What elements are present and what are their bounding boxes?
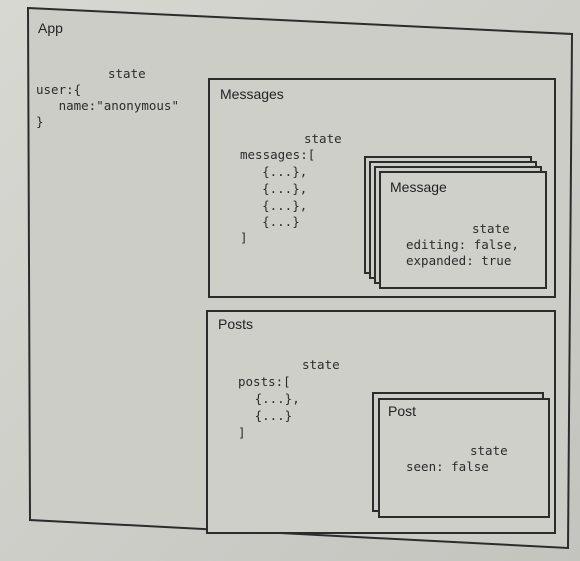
posts-state-line: {...}, — [232, 391, 300, 406]
app-state-line: } — [36, 114, 44, 129]
messages-state-line: {...}, — [232, 164, 308, 179]
app-state-label: state — [108, 66, 146, 81]
app-title: App — [38, 20, 63, 36]
messages-state-label: state — [304, 131, 342, 146]
message-state-label: state — [472, 221, 510, 236]
post-state-line: seen: false — [406, 459, 489, 474]
posts-state-label: state — [302, 357, 340, 372]
message-state-line: expanded: true — [406, 253, 512, 268]
messages-title: Messages — [220, 86, 284, 102]
messages-state-line: messages:[ — [240, 147, 316, 162]
post-state-label: state — [470, 443, 508, 458]
posts-state-line: posts:[ — [238, 374, 291, 389]
message-box — [379, 171, 547, 289]
app-state-line: name:"anonymous" — [36, 98, 179, 113]
messages-state-line: {...}, — [232, 198, 308, 213]
post-box — [378, 398, 550, 518]
posts-title: Posts — [218, 316, 254, 332]
post-title: Post — [388, 403, 417, 419]
messages-state-line: ] — [240, 230, 248, 245]
messages-state-line: {...}, — [232, 181, 308, 196]
posts-state-line: ] — [238, 425, 246, 440]
posts-state-line: {...} — [232, 408, 293, 423]
messages-state-line: {...} — [232, 214, 300, 229]
message-title: Message — [390, 179, 447, 195]
message-state-line: editing: false, — [406, 237, 519, 252]
app-state-line: user:{ — [36, 82, 82, 97]
